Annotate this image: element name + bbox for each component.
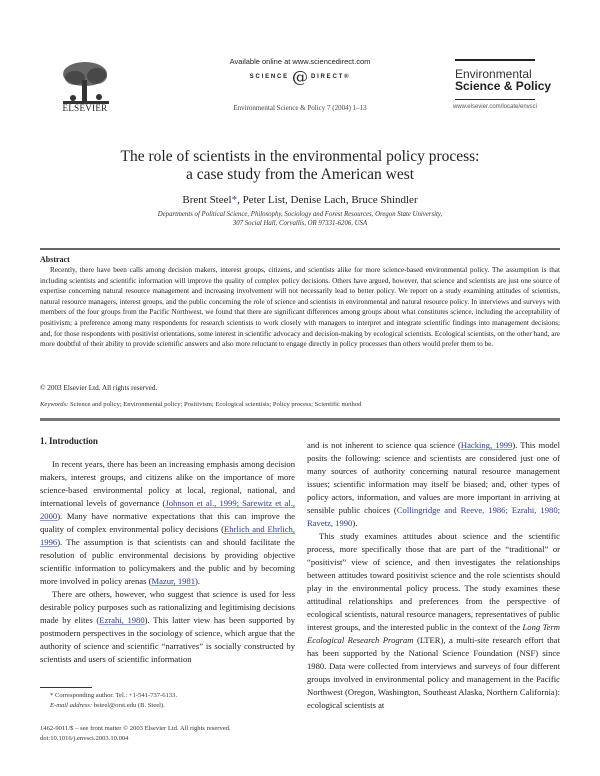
paragraph: In recent years, there has been an incre…: [40, 459, 295, 586]
author-list: Brent Steel*, Peter List, Denise Lach, B…: [182, 194, 418, 206]
citation-link[interactable]: Hacking, 1999: [460, 440, 513, 450]
abstract-top-rule: [40, 248, 560, 250]
program-name: Long Term Ecological Research Program: [307, 622, 560, 645]
journal-name-line1: Environmental: [455, 67, 532, 81]
abstract-copyright: © 2003 Elsevier Ltd. All rights reserved…: [40, 384, 158, 392]
journal-name-line2: Science & Policy: [455, 79, 552, 93]
journal-citation: Environmental Science & Policy 7 (2004) …: [233, 104, 367, 112]
affiliation-line2: 307 Social Hall, Corvallis, OR 97331-620…: [232, 220, 368, 227]
citation-link[interactable]: Johnson et al., 1999; Sarewitz et al., 2…: [40, 498, 295, 521]
front-matter: 1462-9011/$ – see front matter © 2003 El…: [40, 724, 300, 743]
citation-link[interactable]: Mazur, 1981: [151, 576, 196, 586]
author-name: Bruce Shindler: [351, 194, 418, 206]
available-online-text[interactable]: Available online at www.sciencedirect.co…: [229, 57, 371, 66]
affiliation-line1: Departments of Political Science, Philos…: [157, 211, 443, 218]
title-line2: a case study from the American west: [185, 166, 415, 183]
sciencedirect-right: DIRECT®: [310, 74, 351, 80]
abstract-body: Recently, there have been calls among de…: [40, 266, 560, 349]
doi-line[interactable]: doi:10.1016/j.envsci.2003.10.004: [40, 734, 129, 742]
right-column: and is not inherent to science qua scien…: [307, 439, 560, 712]
email-label: E-mail address:: [50, 701, 93, 709]
keywords: Keywords: Science and policy; Environmen…: [40, 401, 560, 408]
author-name: Brent Steel: [182, 194, 232, 206]
sciencedirect-logo: SCIENCE @ DIRECT®: [200, 67, 400, 86]
affiliation: Departments of Political Science, Philos…: [60, 210, 540, 228]
author-name: Peter List: [242, 194, 286, 206]
publisher-logo-text: ELSEVIER: [62, 103, 108, 113]
paragraph: There are others, however, who suggest t…: [40, 589, 295, 664]
issn-line: 1462-9011/$ – see front matter © 2003 El…: [40, 725, 231, 732]
section-heading: 1. Introduction: [40, 436, 98, 446]
corresponding-author-note: * Corresponding author. Tel.: +1-541-737…: [50, 692, 178, 699]
left-column: In recent years, there has been an incre…: [40, 458, 295, 666]
footnote-rule: [40, 687, 92, 688]
abstract-bottom-rule: [40, 418, 560, 421]
abstract-heading: Abstract: [40, 255, 70, 264]
sciencedirect-at-icon: @: [291, 67, 308, 86]
title-line1: The role of scientists in the environmen…: [120, 148, 480, 165]
sciencedirect-left: SCIENCE: [249, 74, 289, 80]
paragraph: and is not inherent to science qua scien…: [307, 440, 561, 528]
keywords-list: Science and policy; Environmental policy…: [69, 401, 362, 408]
elsevier-tree-logo-icon: [63, 62, 109, 104]
email-line: E-mail address: bsteel@orst.edu (B. Stee…: [50, 701, 300, 711]
email-value[interactable]: bsteel@orst.edu (B. Steel).: [93, 701, 165, 709]
journal-logo-rule-bottom: [455, 99, 535, 100]
citation-link[interactable]: Ezrahi, 1980: [99, 615, 145, 625]
journal-logo-rule-top: [455, 59, 535, 61]
citation-link[interactable]: Ehrlich and Ehrlich, 1996: [40, 524, 295, 547]
article-title: The role of scientists in the environmen…: [60, 148, 540, 184]
author-name: Denise Lach: [290, 194, 346, 206]
footnote: * Corresponding author. Tel.: +1-541-737…: [50, 691, 300, 710]
corresponding-author-mark[interactable]: *: [231, 194, 238, 206]
citation-link[interactable]: Collingridge and Reeve, 1986; Ezrahi, 19…: [307, 505, 561, 528]
journal-url[interactable]: www.elsevier.com/locate/envsci: [452, 104, 538, 110]
keywords-label: Keywords:: [40, 401, 69, 408]
paragraph: This study examines attitudes about scie…: [307, 531, 560, 710]
